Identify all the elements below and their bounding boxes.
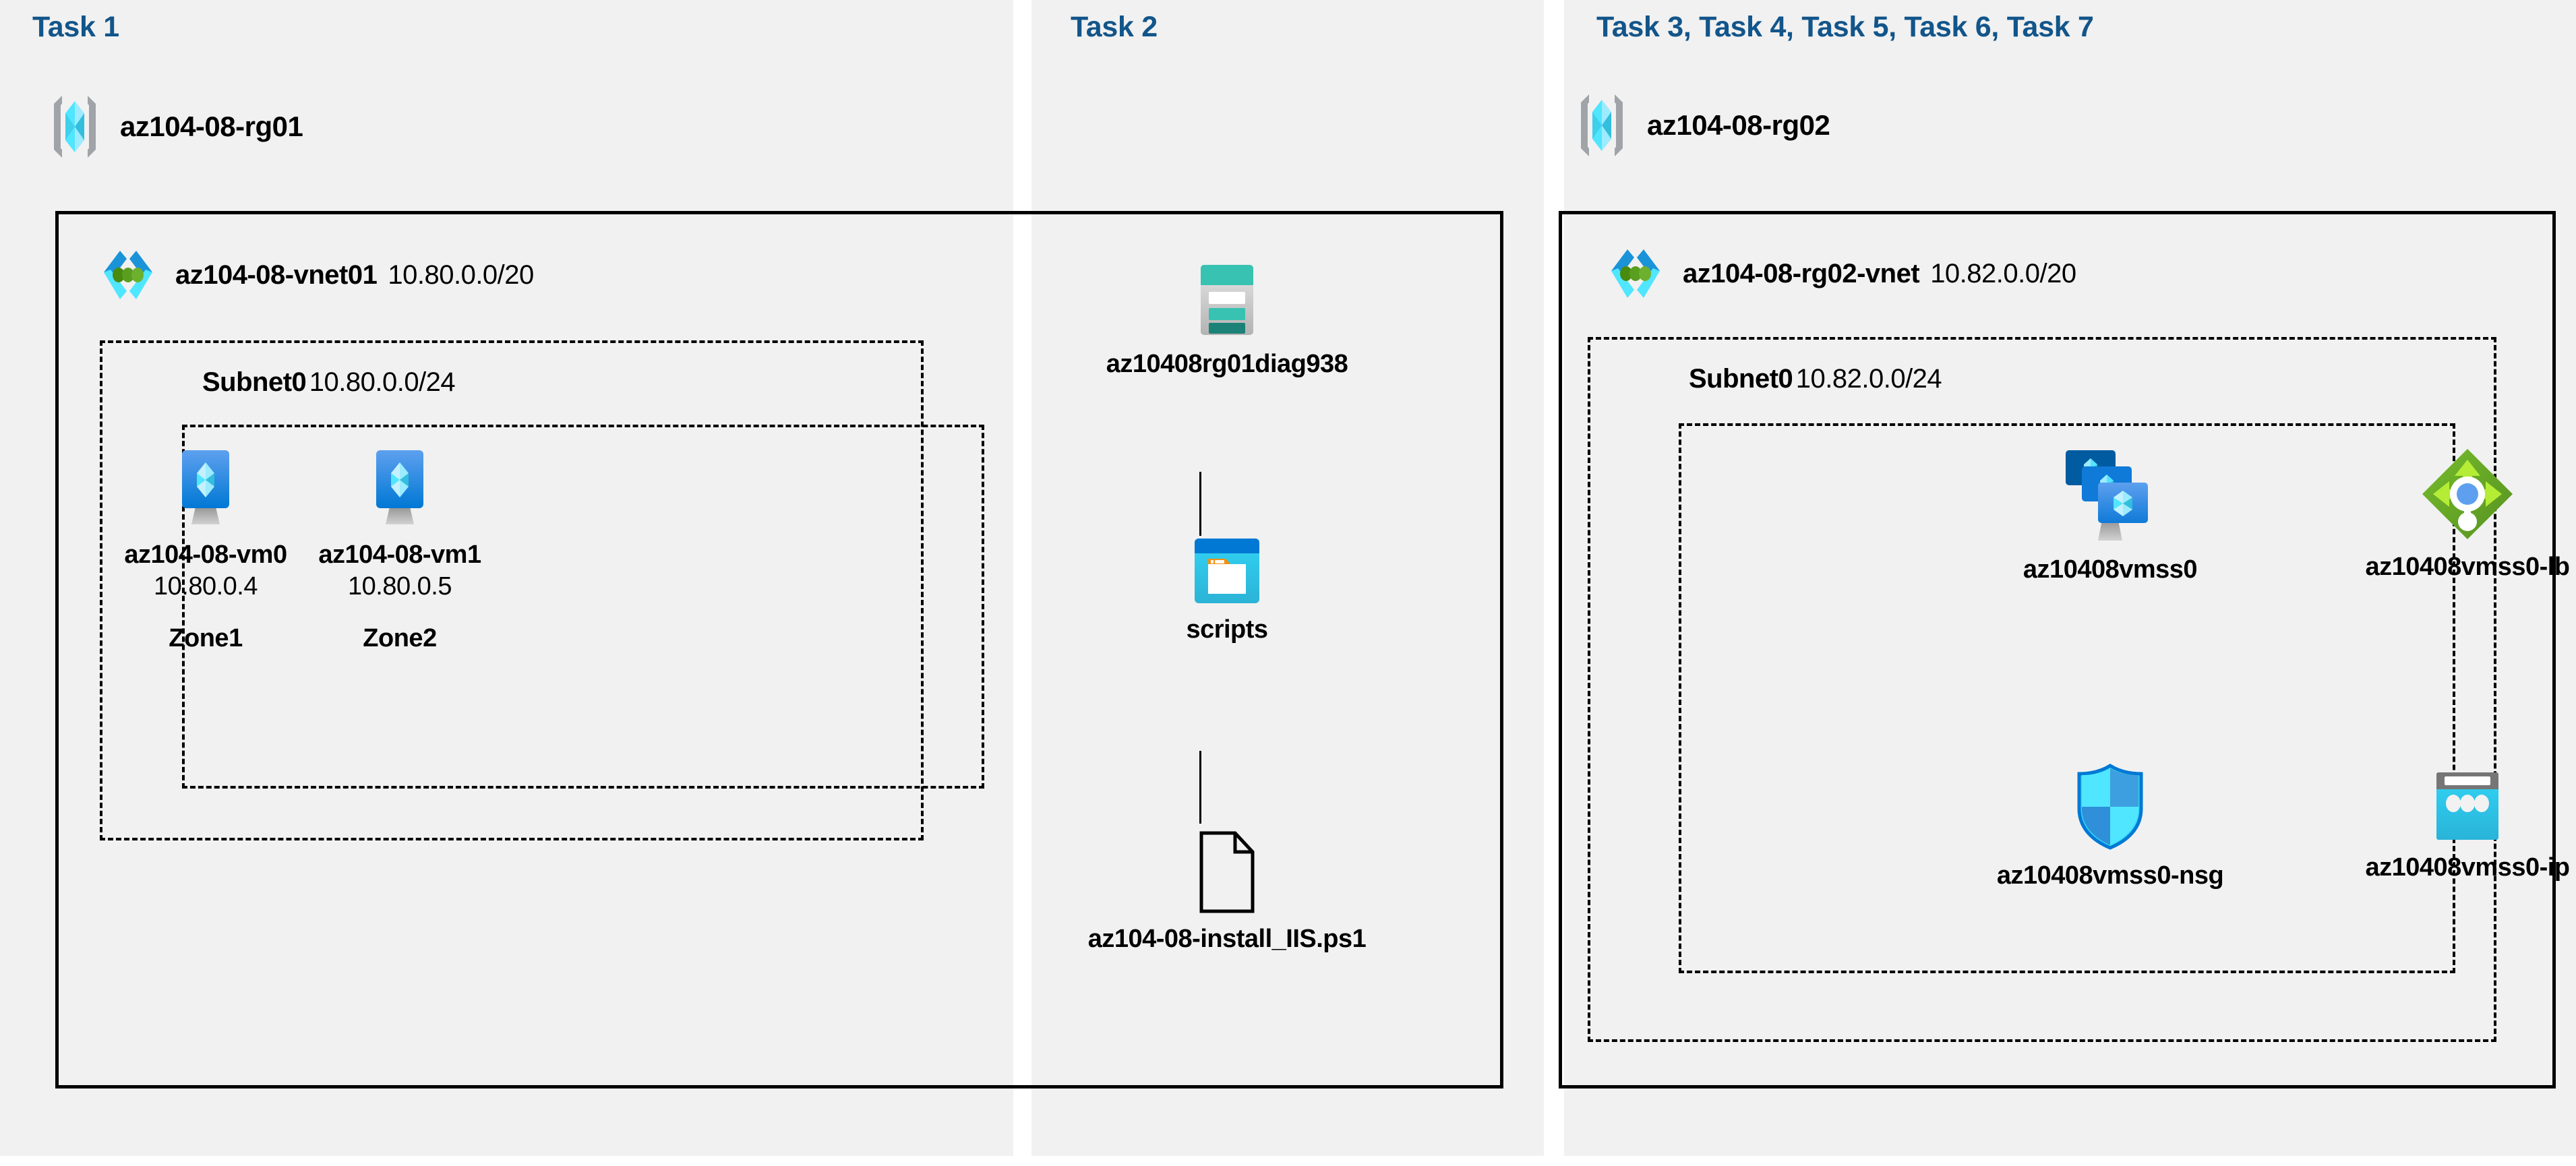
task2-panel	[1031, 0, 1544, 1156]
nsg-name: az10408vmss0-nsg	[1996, 861, 2224, 890]
vm-scale-set-icon	[2056, 445, 2164, 546]
vnet01-name: az104-08-vnet01	[175, 259, 378, 290]
storage-account-icon	[1190, 259, 1264, 340]
vm1-ip: 10.80.0.5	[348, 572, 452, 601]
task3-panel	[1564, 0, 2576, 1156]
subnet0-right-name: Subnet0	[1689, 364, 1793, 394]
subnet0-right-label: Subnet0 10.82.0.0/24	[1689, 364, 1942, 394]
resource-group-rg02-name: az104-08-rg02	[1647, 109, 1830, 141]
vnet01-header: az104-08-vnet01 10.80.0.0/20	[96, 243, 534, 307]
task1-label: Task 1	[32, 11, 119, 43]
subnet0-left-boundary	[100, 340, 924, 840]
vmss-node[interactable]: az10408vmss0	[1975, 445, 2245, 584]
vnet02-header: az104-08-rg02-vnet 10.82.0.0/20	[1603, 241, 2076, 306]
vnet02-boundary	[1559, 211, 2556, 1088]
public-ip-node[interactable]: az10408vmss0-ip	[2333, 768, 2576, 882]
vmss-name: az10408vmss0	[2023, 555, 2198, 584]
load-balancer-icon	[2418, 445, 2517, 543]
virtual-network-icon	[96, 243, 160, 307]
load-balancer-name: az10408vmss0-lb	[2365, 553, 2570, 581]
blob-container-icon	[1192, 536, 1262, 606]
vnet02-cidr: 10.82.0.0/20	[1930, 258, 2076, 288]
script-file-name: az104-08-install_IIS.ps1	[1087, 925, 1367, 953]
vnet01-cidr: 10.80.0.0/20	[388, 259, 534, 290]
script-file-node[interactable]: az104-08-install_IIS.ps1	[1072, 829, 1382, 954]
vm1-zone: Zone2	[363, 624, 437, 652]
availability-zones-boundary	[182, 425, 984, 789]
vm0-zone: Zone1	[169, 624, 243, 652]
resource-group-rg02-header: az104-08-rg02	[1574, 92, 1830, 159]
vnet02-name: az104-08-rg02-vnet	[1683, 258, 1920, 288]
virtual-machine-icon	[363, 445, 437, 531]
network-security-group-icon	[2070, 762, 2151, 852]
public-ip-name: az10408vmss0-ip	[2365, 853, 2570, 882]
task2-label: Task 2	[1071, 11, 1158, 43]
vm1-name: az104-08-vm1	[318, 541, 481, 569]
storage-account-name: az10408rg01diag938	[1106, 350, 1348, 378]
container-to-file-connector	[1199, 751, 1201, 824]
vm0-node[interactable]: az104-08-vm0 10.80.0.4 Zone1	[104, 445, 307, 653]
subnet0-left-name: Subnet0	[202, 367, 307, 397]
public-ip-address-icon	[2427, 768, 2508, 844]
task3-label: Task 3, Task 4, Task 5, Task 6, Task 7	[1596, 11, 2094, 43]
storage-account-node[interactable]: az10408rg01diag938	[1099, 259, 1355, 379]
virtual-network-icon	[1603, 241, 1668, 306]
resource-group-rg01-header: az104-08-rg01	[47, 93, 303, 160]
task1-panel	[0, 0, 1013, 1156]
virtual-machine-icon	[169, 445, 243, 531]
blob-container-name: scripts	[1186, 615, 1268, 644]
subnet0-left-label: Subnet0 10.80.0.0/24	[202, 367, 456, 398]
subnet0-right-boundary	[1588, 337, 2496, 1042]
blob-container-node[interactable]: scripts	[1099, 536, 1355, 644]
resource-group-icon	[47, 93, 102, 160]
resource-group-rg01-name: az104-08-rg01	[120, 111, 303, 142]
file-icon	[1196, 829, 1258, 915]
load-balancer-node[interactable]: az10408vmss0-lb	[2333, 445, 2576, 582]
resource-group-icon	[1574, 92, 1629, 159]
vmss-resources-boundary	[1679, 423, 2455, 973]
vm1-node[interactable]: az104-08-vm1 10.80.0.5 Zone2	[299, 445, 501, 653]
vnet01-boundary	[55, 211, 1503, 1088]
subnet0-left-cidr: 10.80.0.0/24	[309, 367, 456, 397]
subnet0-right-cidr: 10.82.0.0/24	[1795, 364, 1942, 394]
storage-to-container-connector	[1199, 472, 1201, 536]
vm0-ip: 10.80.0.4	[154, 572, 258, 601]
vm0-name: az104-08-vm0	[124, 541, 287, 569]
nsg-node[interactable]: az10408vmss0-nsg	[1975, 762, 2245, 890]
